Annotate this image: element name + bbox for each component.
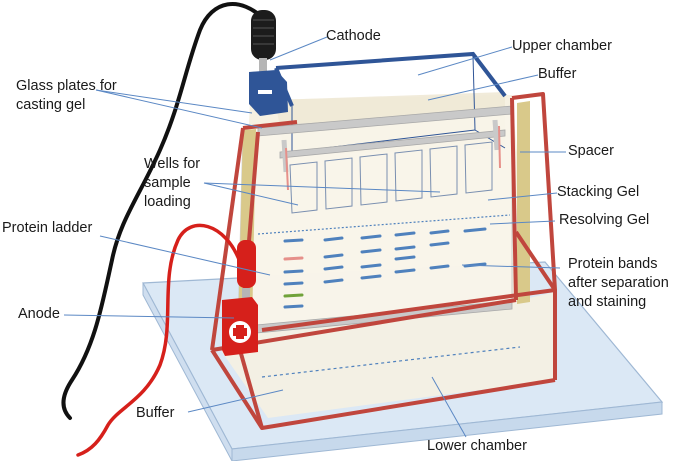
minus-sign-icon	[258, 90, 272, 94]
tank-frame-bottom-left	[238, 349, 264, 429]
protein-band	[429, 264, 450, 270]
leader-wells-1	[203, 182, 441, 193]
base-plate-left-side	[142, 282, 233, 461]
protein-band	[463, 227, 487, 233]
cathode-cable	[61, 2, 267, 420]
protein-band	[429, 229, 450, 235]
upper-chamber-frame-top	[275, 51, 507, 98]
protein-band	[323, 253, 344, 259]
label-lower-chamber: Lower chamber	[427, 438, 527, 454]
label-buffer-top: Buffer	[538, 66, 577, 82]
label-upper-chamber: Upper chamber	[512, 38, 612, 54]
protein-band	[394, 268, 416, 274]
label-buffer-bottom: Buffer	[136, 405, 175, 421]
leader-resolving-gel	[489, 220, 556, 225]
label-protein-bands: Protein bands after separation and stain…	[568, 256, 669, 310]
leader-upper-chamber	[417, 46, 513, 76]
label-anode: Anode	[18, 306, 60, 322]
leader-cathode	[269, 36, 328, 61]
protein-band	[323, 265, 344, 271]
ladder-band	[283, 256, 304, 261]
protein-bands	[323, 227, 487, 284]
protein-ladder	[283, 238, 304, 309]
protein-band	[323, 236, 344, 242]
leader-protein-ladder	[99, 235, 271, 276]
protein-band	[394, 255, 416, 261]
leader-protein-bands	[461, 264, 561, 269]
right-spacer	[517, 101, 530, 304]
label-wells: Wells for sample loading	[144, 156, 201, 210]
cathode-plug-grip	[253, 19, 274, 45]
protein-band	[360, 248, 382, 254]
ladder-band	[283, 269, 304, 274]
label-cathode: Cathode	[326, 28, 381, 44]
protein-band	[394, 245, 416, 251]
well	[464, 141, 493, 194]
lower-buffer-level	[261, 346, 521, 378]
ladder-band	[283, 281, 304, 286]
tank-frame-lower-front	[261, 288, 556, 332]
well	[324, 157, 353, 210]
leader-lower-chamber	[431, 376, 467, 438]
protein-band	[360, 234, 382, 240]
label-spacer: Spacer	[568, 143, 614, 159]
ladder-band	[283, 293, 304, 298]
protein-band	[429, 241, 450, 247]
well	[394, 149, 423, 202]
leader-anode	[63, 314, 235, 319]
label-resolving-gel: Resolving Gel	[559, 212, 650, 228]
label-protein-ladder: Protein ladder	[2, 220, 93, 236]
ladder-band	[283, 304, 304, 309]
upper-chamber-inner-edge	[472, 55, 476, 131]
protein-band	[360, 263, 382, 269]
cathode-pin	[259, 58, 267, 74]
well	[289, 161, 318, 214]
ladder-band	[283, 238, 304, 243]
plus-sign-icon	[233, 325, 247, 339]
leader-lines	[63, 36, 566, 438]
leader-stacking-gel	[487, 192, 558, 201]
leader-glass-plates-2	[95, 89, 253, 114]
tank-frame-top-right	[511, 92, 557, 291]
protein-band	[323, 278, 344, 284]
anode-pin	[242, 288, 250, 302]
tank-frame-top	[242, 120, 298, 130]
anode-plug	[237, 240, 256, 288]
label-glass-plates: Glass plates for casting gel	[16, 78, 117, 113]
label-stacking-gel: Stacking Gel	[557, 184, 640, 200]
leader-buffer-bottom	[187, 389, 284, 413]
clamp-upright-right-accent	[498, 125, 501, 169]
protein-band	[394, 231, 416, 237]
tank-frame-back-bottom	[211, 298, 517, 352]
clamp-upright-right	[492, 119, 500, 151]
anode-cable	[76, 223, 242, 457]
cathode-plug	[251, 10, 276, 60]
clamp-bar-lower	[279, 129, 506, 159]
clamp-upright-left	[281, 139, 289, 173]
protein-band	[360, 274, 382, 280]
leader-wells-2	[203, 182, 299, 206]
leader-glass-plates	[95, 89, 263, 129]
leader-buffer-top	[427, 74, 539, 101]
clamp-upright-left-accent	[285, 147, 289, 191]
well	[429, 145, 458, 198]
